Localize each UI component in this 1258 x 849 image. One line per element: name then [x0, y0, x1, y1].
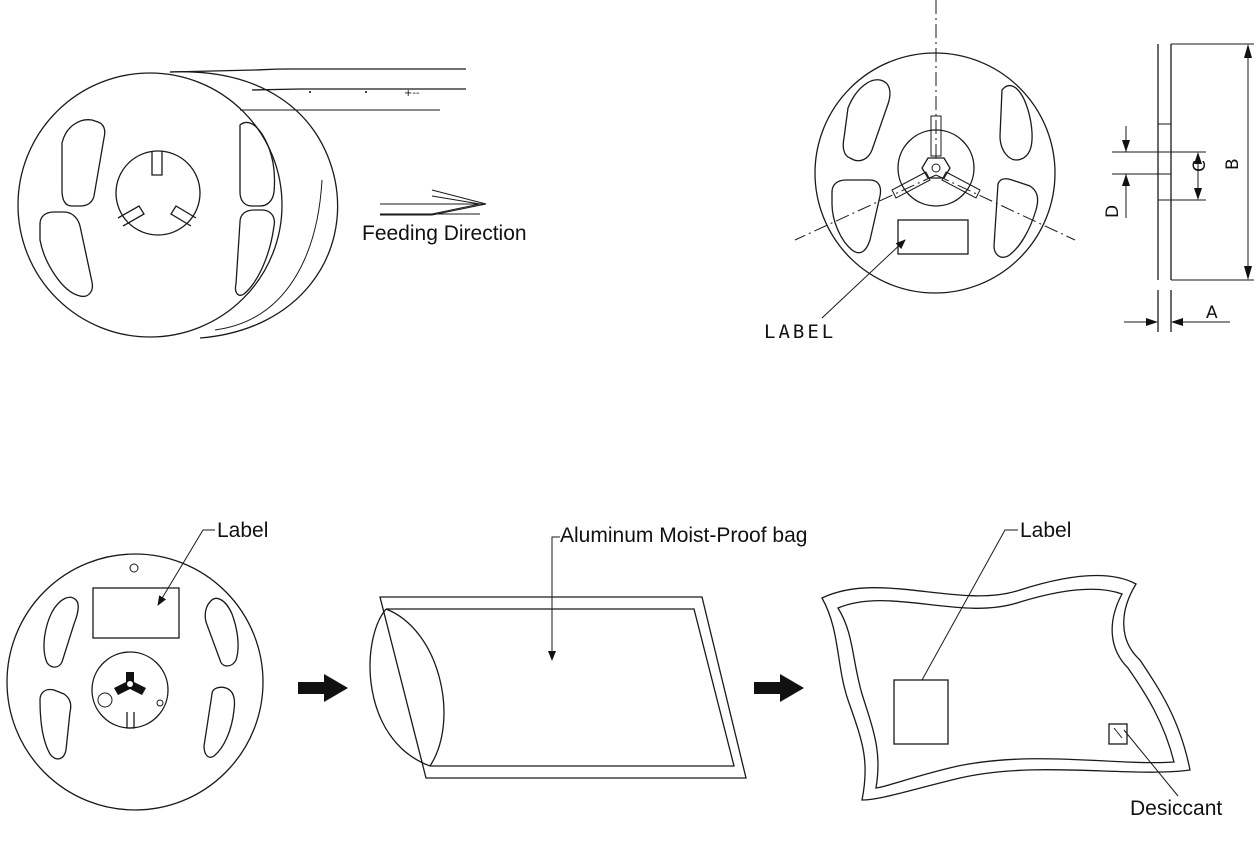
label-leader	[821, 239, 906, 319]
reel-label-box	[92, 587, 180, 639]
packing-step-sealed-bag: Label Desiccant	[821, 519, 1222, 820]
sealed-bag-label-text: Label	[1020, 519, 1071, 542]
label-text: LABEL	[764, 321, 836, 343]
bag-label-text: Aluminum Moist-Proof bag	[560, 524, 807, 547]
reel-window	[43, 596, 79, 668]
desiccant-leader	[1123, 729, 1179, 797]
bag-leader	[548, 536, 560, 661]
reel-label-text: Label	[217, 519, 268, 542]
reel-window	[61, 119, 106, 207]
reel-dimension-view: LABEL B C D A	[764, 0, 1254, 343]
reel-feeding-view: +-- Feeding Direction	[17, 68, 527, 339]
reel-hub	[91, 651, 169, 729]
label-box	[897, 219, 969, 255]
packing-step-bag: Aluminum Moist-Proof bag	[369, 524, 807, 779]
dim-b-label: B	[1223, 158, 1243, 170]
dim-d-label: D	[1103, 205, 1123, 218]
packing-step-reel: Label	[6, 519, 268, 811]
sealed-bag-outline	[821, 574, 1191, 801]
desiccant-pack	[1108, 723, 1128, 745]
reel-outline	[6, 553, 264, 811]
feeding-direction-label: Feeding Direction	[362, 222, 527, 245]
dim-a-label: A	[1206, 303, 1218, 323]
tape-top-edge	[169, 68, 466, 73]
bag-outline	[379, 596, 747, 779]
reel-hub	[115, 150, 201, 236]
reel-front-flange	[17, 72, 283, 338]
step-arrow-icon	[298, 674, 348, 702]
dim-c-label: C	[1190, 160, 1210, 172]
reel-window	[842, 79, 891, 162]
centerline-right	[935, 174, 1076, 241]
sealed-bag-label-leader	[921, 529, 1018, 681]
desiccant-label: Desiccant	[1130, 797, 1222, 820]
centerline-left	[794, 174, 937, 241]
reel-hub-outline	[897, 129, 975, 207]
reel-outline	[814, 52, 1056, 294]
svg-text:+--: +--	[404, 88, 420, 99]
reel-label-leader	[157, 529, 215, 606]
reel-back-flange	[169, 71, 339, 339]
sealed-bag-label-box	[893, 679, 949, 745]
step-arrow-icon	[754, 674, 804, 702]
